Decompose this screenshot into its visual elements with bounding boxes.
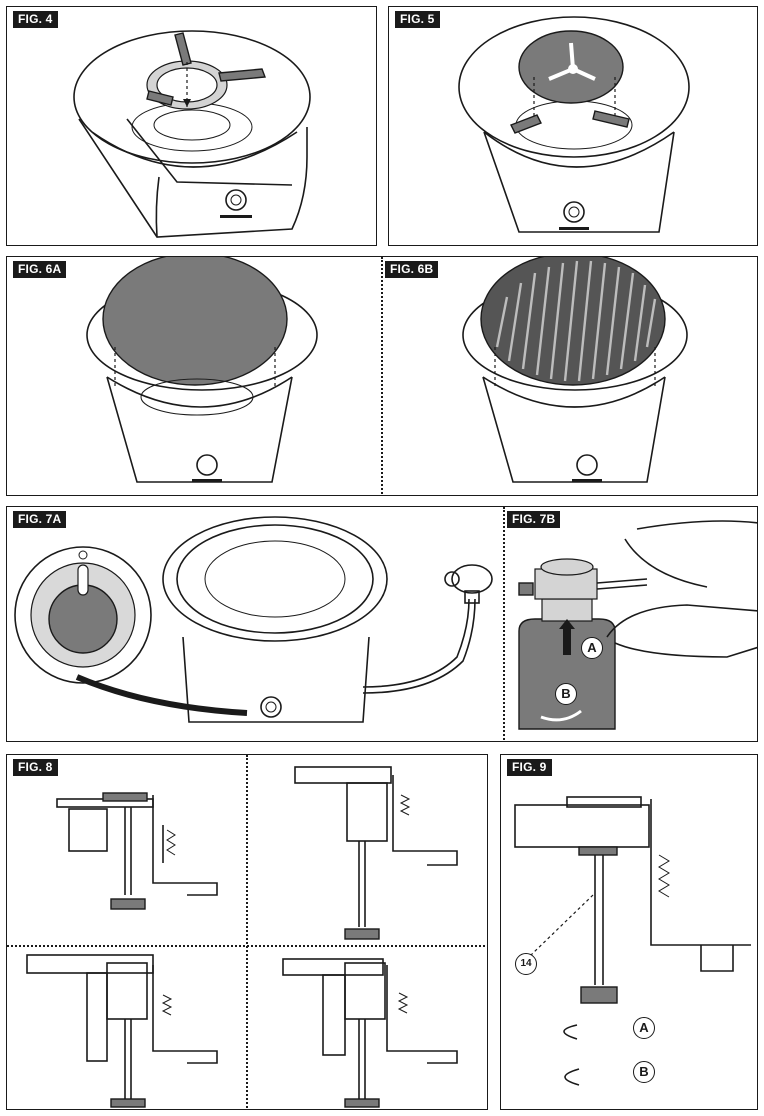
figure-7b-callout-b: B: [555, 683, 577, 705]
figure-8-divider-horizontal: [7, 945, 487, 947]
figure-9-callout-b: B: [633, 1061, 655, 1083]
figure-6-illustration: [86, 257, 688, 483]
figure-7a-label: FIG. 7A: [13, 511, 67, 528]
figure-5-illustration: [458, 16, 690, 233]
figure-7b-label: FIG. 7B: [507, 511, 561, 528]
figure-7-illustration: [14, 516, 757, 730]
figure-5-label: FIG. 5: [395, 11, 440, 28]
figure-9-label: FIG. 9: [507, 759, 552, 776]
figure-6a-label: FIG. 6A: [13, 261, 67, 278]
figure-6-panel: FIG. 6A FIG. 6B: [6, 256, 758, 496]
figure-9-panel: FIG. 9 14 A B: [500, 754, 758, 1110]
figure-8-panel: FIG. 8: [6, 754, 488, 1110]
figure-4-label: FIG. 4: [13, 11, 58, 28]
figure-4-panel: FIG. 4: [6, 6, 377, 246]
figure-9-illustration: [514, 796, 751, 1086]
figure-7-panel: FIG. 7A FIG. 7B: [6, 506, 758, 742]
figure-6b-label: FIG. 6B: [385, 261, 439, 278]
figure-5-panel: FIG. 5: [388, 6, 758, 246]
figure-9-callout-a: A: [633, 1017, 655, 1039]
figure-6-divider: [381, 257, 383, 495]
figure-7-divider: [503, 507, 505, 741]
figure-8-illustration: [26, 766, 458, 1108]
figure-8-divider-vertical: [246, 755, 248, 1109]
figure-8-label: FIG. 8: [13, 759, 58, 776]
figure-7b-callout-a: A: [581, 637, 603, 659]
figure-4-illustration: [73, 30, 311, 238]
figure-9-part-number: 14: [515, 953, 537, 975]
